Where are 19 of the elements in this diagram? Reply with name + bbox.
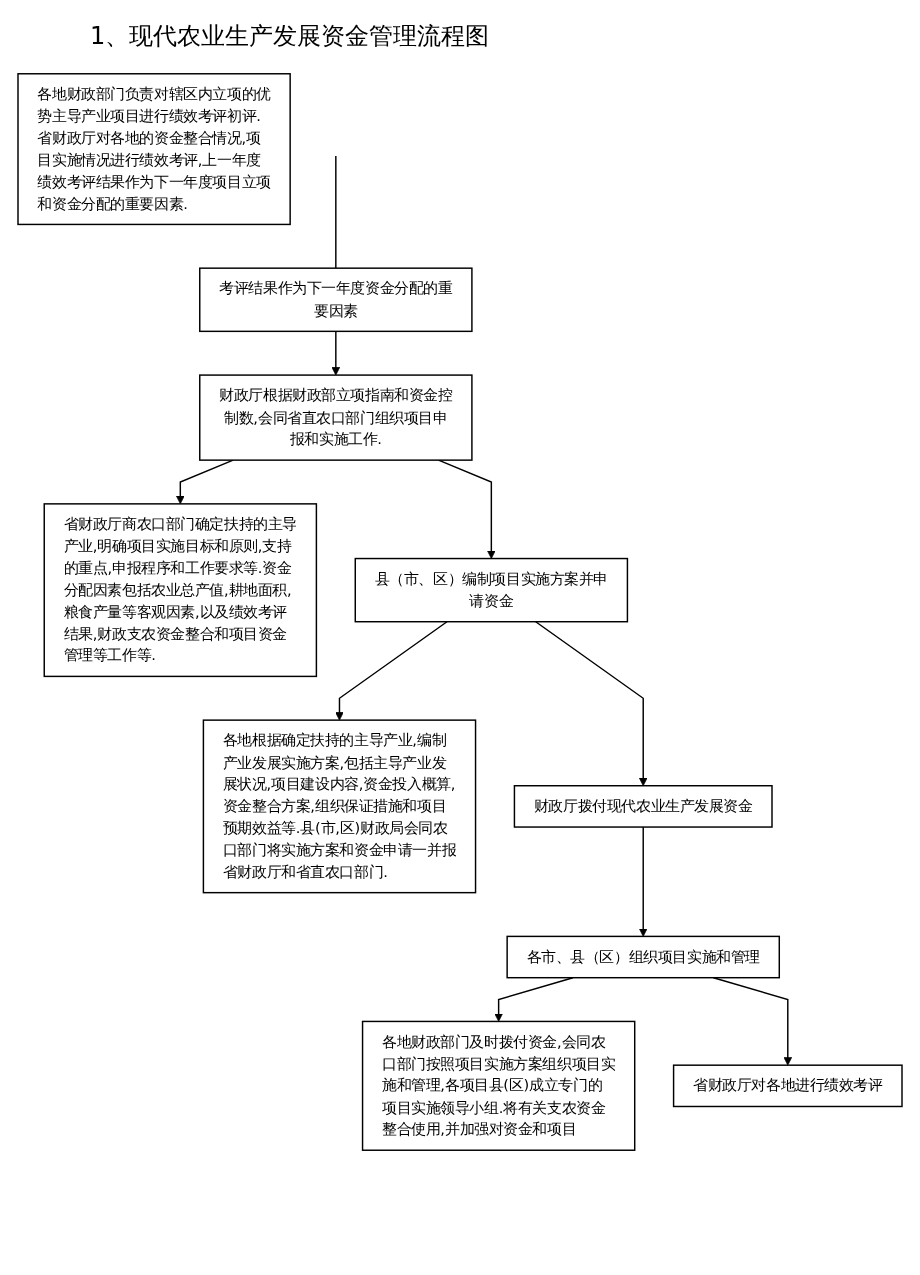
node-box: 省财政厅商农口部门确定扶持的主导产业,明确项目实施目标和原则,支持的重点,申报程序和工作要求等.资金分配因素包括农业总产值,耕地面积,粮食产量等客观因素,以及绩效考评结果,财政支农资金整合和项目资金管理等工作等. <box>43 503 318 678</box>
node-box: 各地财政部门及时拨付资金,会同农口部门按照项目实施方案组织项目实施和管理,各项目县(区)成立专门的项目实施领导小组.将有关支农资金整合使用,并加强对资金和项目 <box>361 1020 636 1151</box>
diagram-title: 1、现代农业生产发展资金管理流程图 <box>90 21 490 52</box>
arrow <box>176 459 234 505</box>
node-box: 考评结果作为下一年度资金分配的重要因素 <box>199 267 473 333</box>
node-box: 各地财政部门负责对辖区内立项的优势主导产业项目进行绩效考评初评.省财政厅对各地的资金整合情况,项目实施情况进行绩效考评,上一年度绩效考评结果作为下一年度项目立项和资金分配的重要因素. <box>17 73 291 226</box>
node-box: 省财政厅对各地进行绩效考评 <box>672 1064 903 1108</box>
connector <box>335 155 337 269</box>
arrow <box>712 976 793 1066</box>
arrow <box>638 826 648 937</box>
arrow <box>535 621 648 787</box>
node-box: 财政厅根据财政部立项指南和资金控制数,会同省直农口部门组织项目申报和实施工作. <box>199 374 473 461</box>
node-box: 各市、县（区）组织项目实施和管理 <box>506 935 780 979</box>
arrow <box>331 330 341 376</box>
node-box: 各地根据确定扶持的主导产业,编制产业发展实施方案,包括主导产业发展状况,项目建设内容,资金投入概算,资金整合方案,组织保证措施和项目预期效益等.县(市,区)财政局会同农口部门将实施方案和资金申请一并报省财政厅和省直农口部门. <box>202 719 477 894</box>
node-box: 财政厅拨付现代农业生产发展资金 <box>513 785 773 828</box>
arrow <box>494 976 574 1022</box>
node-box: 县（市、区）编制项目实施方案并申请资金 <box>354 557 629 623</box>
arrow <box>335 621 448 721</box>
